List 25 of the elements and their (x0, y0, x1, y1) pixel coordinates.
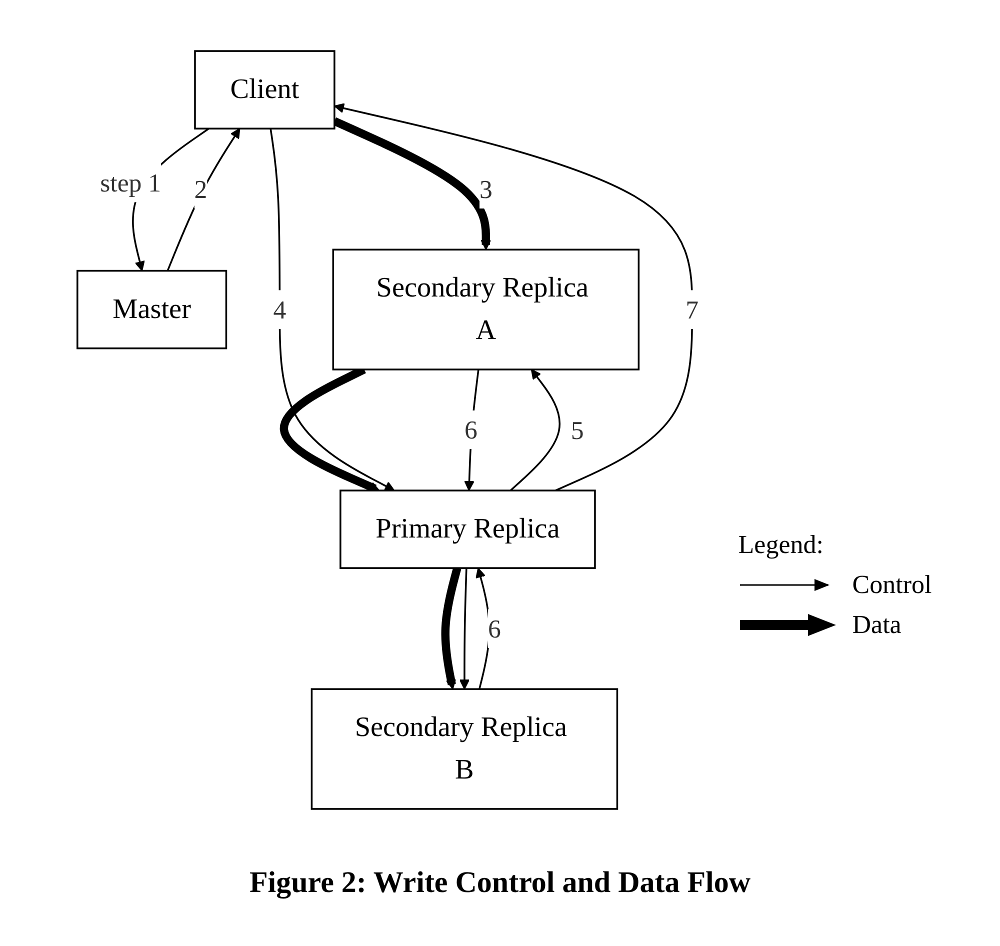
arrow (132, 128, 210, 272)
node-box: Master (76, 270, 228, 350)
figure-caption: Figure 2: Write Control and Data Flow (248, 866, 752, 900)
arrow (510, 369, 561, 492)
arrow (334, 103, 694, 492)
arrow (167, 128, 240, 272)
edge-label: step 1 (100, 168, 162, 198)
node-box: Secondary Replica A (332, 248, 640, 370)
node-box: Secondary Replica B (311, 688, 618, 810)
arrow (464, 369, 480, 491)
legend-heading: Legend: (738, 530, 824, 560)
arrow (270, 128, 396, 491)
edge-label: 6 (464, 415, 478, 444)
legend-label: Control (852, 570, 932, 600)
edge-label: 5 (571, 415, 584, 445)
arrow (442, 567, 462, 690)
arrow (460, 568, 470, 690)
node-box: Client (194, 50, 336, 130)
edge-label: 7 (686, 294, 699, 324)
edge-label: 4 (273, 294, 286, 324)
legend-label: Data (852, 610, 902, 640)
edge-label: 3 (480, 174, 493, 204)
node-box: Primary Replica (340, 490, 596, 569)
edge-label: 6 (488, 614, 502, 644)
edge-label: 2 (194, 174, 208, 204)
